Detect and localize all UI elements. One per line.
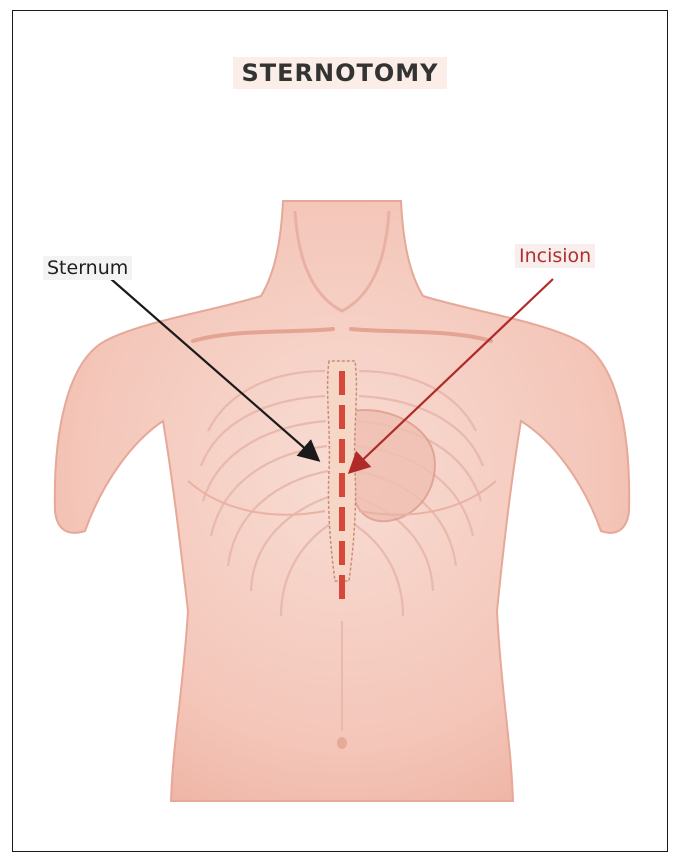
diagram-frame: STERNOTOMY (12, 10, 668, 852)
sternum-label: Sternum (43, 256, 132, 280)
torso-illustration (13, 11, 669, 853)
navel (337, 737, 347, 749)
incision-label: Incision (515, 244, 595, 268)
